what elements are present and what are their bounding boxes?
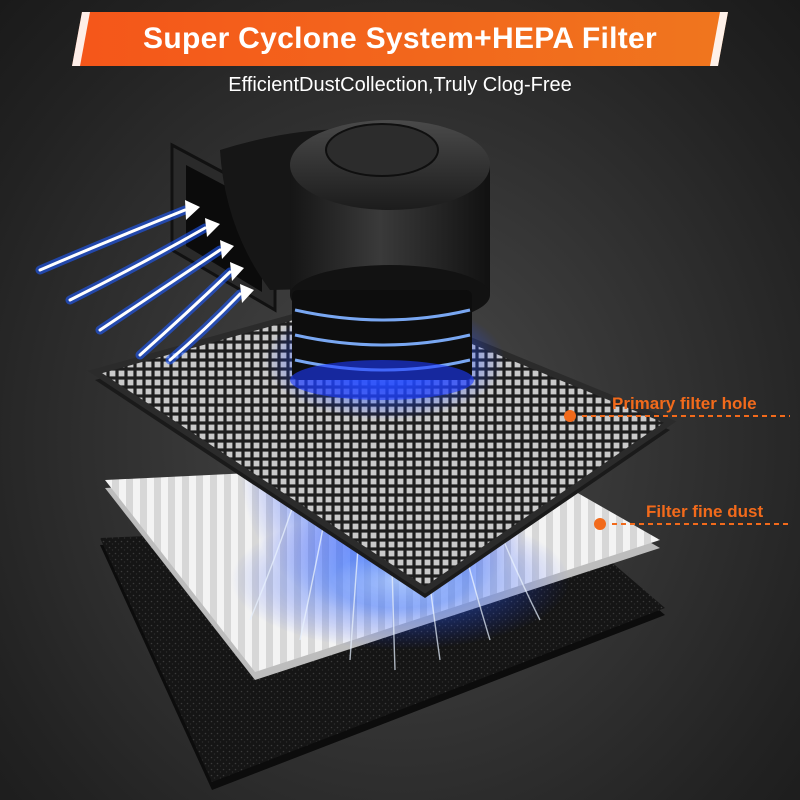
callout-primary-leader xyxy=(564,410,790,422)
callout-primary-filter-hole: Primary filter hole xyxy=(612,394,757,413)
callout-fine-dust-leader xyxy=(594,518,790,530)
centrifugal-fan xyxy=(170,120,490,400)
title-banner xyxy=(72,12,728,66)
callout-filter-fine-dust: Filter fine dust xyxy=(646,502,764,521)
page-subtitle: EfficientDustCollection,Truly Clog-Free xyxy=(228,74,572,96)
page-title: Super Cyclone System+HEPA Filter xyxy=(143,22,657,55)
primary-mesh-filter xyxy=(87,293,677,598)
airflow-arrows-icon xyxy=(35,200,254,365)
